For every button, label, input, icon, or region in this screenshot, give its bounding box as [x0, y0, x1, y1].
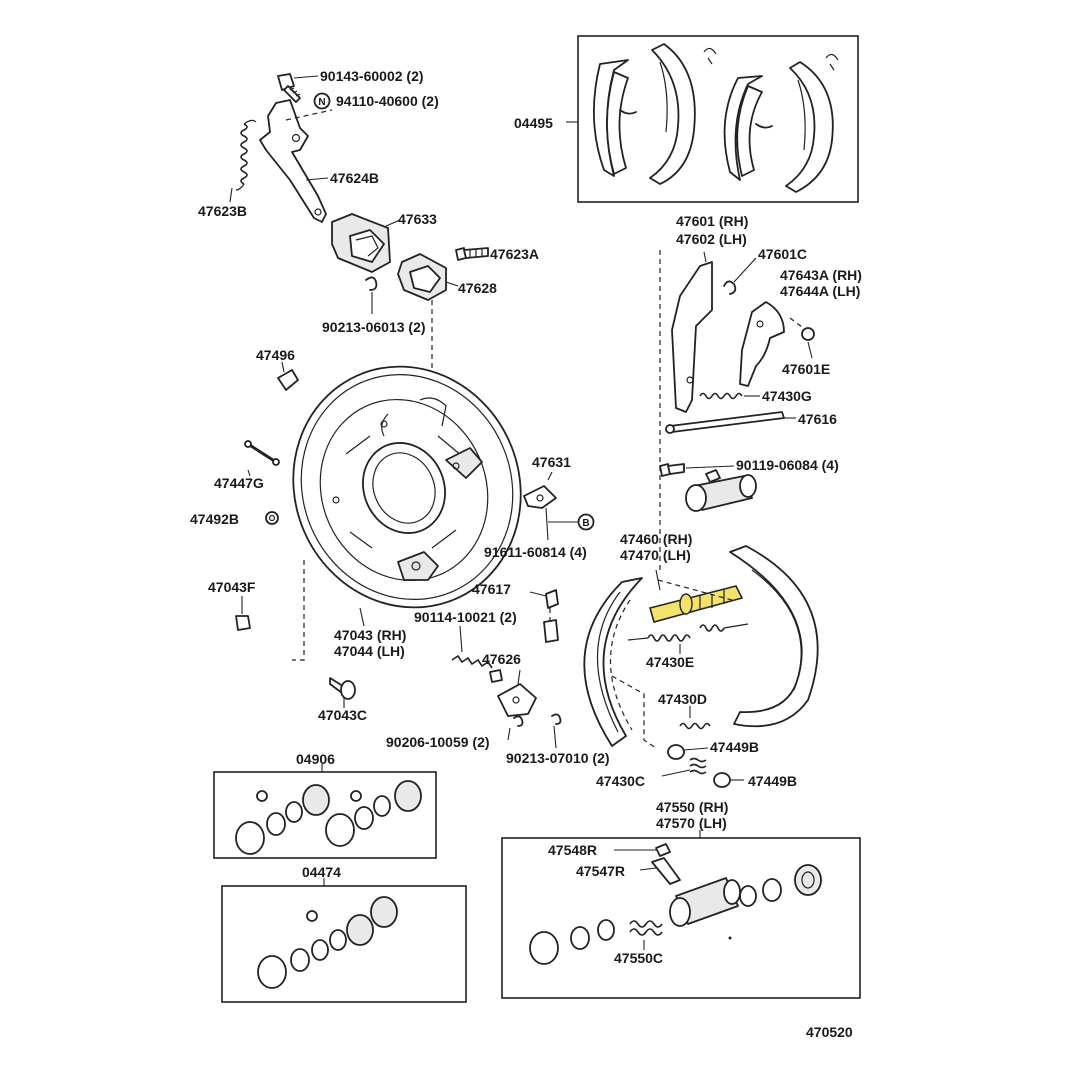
- label-90213b: 90213-07010 (2): [506, 750, 610, 766]
- pin-90114-shape: [451, 654, 493, 669]
- label-47631: 47631: [532, 454, 571, 470]
- clip-47601c-shape: [723, 280, 737, 295]
- label-47617: 47617: [472, 581, 511, 597]
- spring-47550c-shape: [629, 928, 663, 936]
- spring-47430d-shape: [679, 722, 711, 730]
- parking-brake-lever-group: N: [229, 73, 489, 370]
- nut-94110-shape: [313, 92, 331, 110]
- part-47043f-shape: [235, 615, 251, 631]
- part-47043c-shape: [340, 680, 356, 700]
- kit-04906-box: [213, 764, 437, 859]
- lever-47643a-shape: [739, 301, 785, 387]
- label-47547r: 47547R: [576, 863, 625, 879]
- label-47430g: 47430G: [762, 388, 812, 404]
- cup-47449b-1-shape: [667, 744, 685, 760]
- bolt-90143-shape: [277, 73, 301, 103]
- label-47550: 47550 (RH): [656, 799, 728, 815]
- brake-shoes-47550-shape: [583, 545, 819, 788]
- label-04906: 04906: [296, 751, 335, 767]
- part-47626-shape: [497, 683, 537, 717]
- right-lever-group: [659, 250, 815, 570]
- catalog-number: 470520: [806, 1024, 853, 1040]
- rod-47616-shape: [669, 411, 785, 433]
- label-47601c: 47601C: [758, 246, 807, 262]
- part-labels: 90143-60002 (2) 94110-40600 (2) 47624B 4…: [190, 68, 862, 1040]
- clip-90213b-shape: [551, 713, 562, 725]
- washer-47601e-shape: [801, 327, 815, 341]
- bleeder-cap-47548r-shape: [655, 843, 671, 857]
- label-90119: 90119-06084 (4): [736, 457, 839, 473]
- label-90114: 90114-10021 (2): [414, 609, 517, 625]
- label-90143: 90143-60002 (2): [320, 68, 424, 84]
- shoe-kit-04495-box: [566, 35, 859, 203]
- bolt-47623a-shape: [455, 247, 489, 261]
- cup-47449b-2-shape: [713, 772, 731, 788]
- spring-47430g-shape: [699, 392, 743, 400]
- anchor-47633-shape: [331, 213, 391, 273]
- clip-90206-shape: [513, 715, 524, 727]
- kit-04474-box: [221, 878, 467, 1003]
- label-47492b: 47492B: [190, 511, 239, 527]
- label-91611: 91611-60814 (4): [484, 544, 587, 560]
- label-47624b: 47624B: [330, 170, 379, 186]
- part-47492b-shape: [265, 511, 279, 525]
- label-47626: 47626: [482, 651, 521, 667]
- label-47623a: 47623A: [490, 246, 539, 262]
- wheel-cylinder-small-shape: [685, 469, 757, 512]
- label-47628: 47628: [458, 280, 497, 296]
- nut-marker-n: N: [318, 97, 325, 108]
- label-47043: 47043 (RH): [334, 627, 406, 643]
- spring-47430e-shape: [647, 634, 691, 642]
- label-47430c: 47430C: [596, 773, 645, 789]
- block-47628-shape: [397, 253, 447, 301]
- adjuster-47460-highlight: [649, 585, 744, 623]
- label-47601e: 47601E: [782, 361, 830, 377]
- label-47643a: 47643A (RH): [780, 267, 862, 283]
- part-47617-shape: [545, 589, 559, 609]
- label-04474: 04474: [302, 864, 341, 880]
- backing-plate-47043-shape: [292, 365, 522, 609]
- label-47548r: 47548R: [548, 842, 597, 858]
- label-90206: 90206-10059 (2): [386, 734, 490, 750]
- spring-47623b-shape: [240, 123, 248, 185]
- label-47633: 47633: [398, 211, 437, 227]
- label-47449b-2: 47449B: [748, 773, 797, 789]
- label-47430d: 47430D: [658, 691, 707, 707]
- part-47631-shape: [523, 485, 557, 509]
- label-47602: 47602 (LH): [676, 231, 747, 247]
- label-47623b: 47623B: [198, 203, 247, 219]
- lever-47601-shape: [671, 261, 713, 413]
- label-94110: 94110-40600 (2): [336, 93, 439, 109]
- label-47570: 47570 (LH): [656, 815, 727, 831]
- wheel-cylinder-47550-box: [501, 830, 861, 999]
- label-47043c: 47043C: [318, 707, 367, 723]
- label-47550c: 47550C: [614, 950, 663, 966]
- bolt-marker-b: B: [582, 518, 589, 529]
- label-47447g: 47447G: [214, 475, 264, 491]
- label-47616: 47616: [798, 411, 837, 427]
- label-47601: 47601 (RH): [676, 213, 748, 229]
- label-47644a: 47644A (LH): [780, 283, 860, 299]
- left-small-parts: [235, 361, 356, 708]
- label-90213a: 90213-06013 (2): [322, 319, 426, 335]
- lever-47624b-shape: [259, 99, 327, 223]
- center-small-parts: B: [451, 471, 595, 749]
- label-04495: 04495: [514, 115, 553, 131]
- label-47449b-1: 47449B: [710, 739, 759, 755]
- spring-47430c-shape: [689, 757, 707, 775]
- label-47043f: 47043F: [208, 579, 256, 595]
- label-47470: 47470 (LH): [620, 547, 691, 563]
- clip-90213a-shape: [365, 276, 378, 291]
- label-47496: 47496: [256, 347, 295, 363]
- part-47496-shape: [277, 369, 299, 391]
- label-47044: 47044 (LH): [334, 643, 405, 659]
- label-47430e: 47430E: [646, 654, 694, 670]
- bleeder-screw-47547r-shape: [651, 857, 681, 885]
- label-47460: 47460 (RH): [620, 531, 692, 547]
